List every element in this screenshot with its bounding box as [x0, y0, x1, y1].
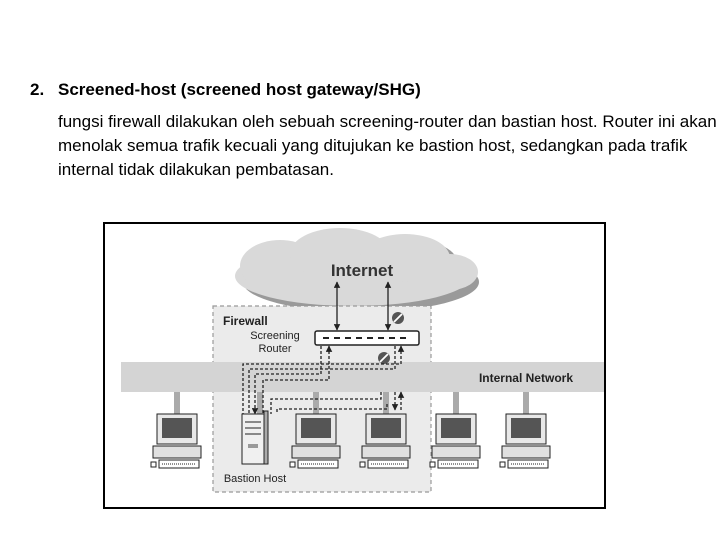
firewall-label: Firewall	[223, 314, 268, 328]
workstation-icon	[150, 413, 202, 469]
item-description: fungsi firewall dilakukan oleh sebuah sc…	[58, 112, 717, 179]
item-title: Screened-host (screened host gateway/SHG…	[58, 80, 421, 99]
internal-network-label: Internal Network	[479, 371, 573, 385]
no-entry-icon	[378, 352, 390, 364]
workstation-icon	[359, 413, 411, 469]
workstation-icon	[499, 413, 551, 469]
internal-network-band	[121, 362, 604, 392]
internet-label: Internet	[331, 261, 394, 280]
screened-host-diagram: Internet Firewall Screening Router Inter…	[103, 222, 606, 509]
router-label-line2: Router	[258, 343, 291, 355]
network-drops	[174, 392, 529, 414]
server-tower-icon	[241, 410, 269, 465]
workstation-icon	[289, 413, 341, 469]
internet-cloud-icon	[235, 228, 479, 312]
no-entry-icon	[392, 312, 404, 324]
router-label-line1: Screening	[250, 330, 300, 342]
bastion-host-label: Bastion Host	[224, 473, 286, 485]
workstation-icon	[429, 413, 481, 469]
item-number: 2.	[30, 80, 45, 99]
screening-router-icon	[314, 330, 420, 346]
